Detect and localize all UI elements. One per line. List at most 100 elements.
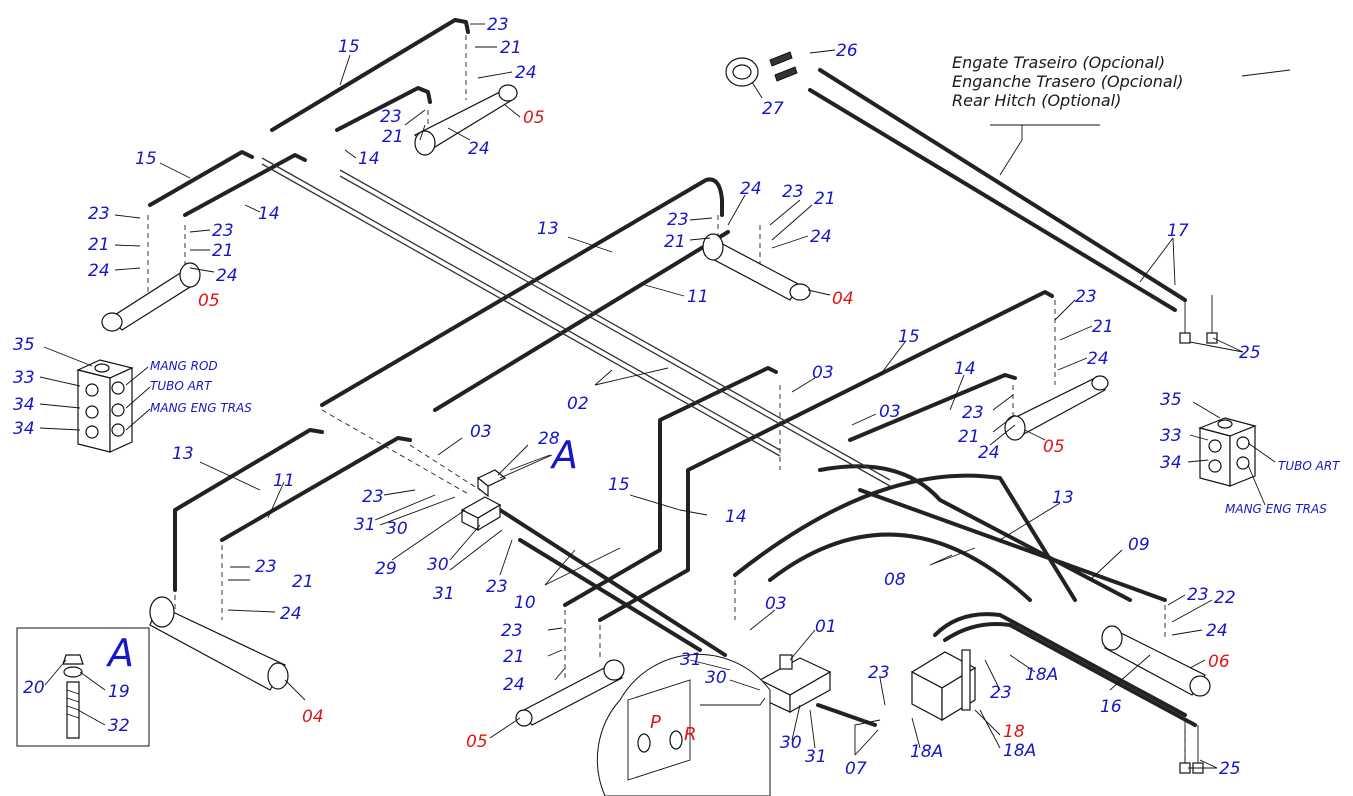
cylinder-05-right: [1004, 375, 1109, 441]
hitch-title-es: Enganche Trasero (Opcional): [952, 72, 1183, 91]
part-label: 18: [1003, 722, 1025, 742]
part-label: 04: [832, 289, 854, 309]
part-label: 05: [523, 108, 545, 128]
part-label: 24: [88, 261, 110, 281]
hose-11-long: [433, 230, 730, 412]
part-label: 25: [1239, 343, 1261, 363]
part-label: 32: [108, 716, 130, 736]
part-label: 03: [879, 402, 901, 422]
part-label: 18A: [1025, 665, 1058, 685]
hose-16-a: [933, 612, 1187, 717]
part-label: 23: [782, 182, 804, 202]
part-label: 02: [567, 394, 589, 414]
part-label: 11: [273, 471, 295, 491]
right-block-label-mang-eng-tras: MANG ENG TRAS: [1225, 502, 1327, 516]
clamp-block-right: [1198, 417, 1257, 487]
part-label: 31: [805, 747, 827, 767]
part-label: 21: [664, 232, 686, 252]
part-label: 15: [135, 149, 157, 169]
hose-11-lower: [220, 436, 412, 542]
part-label: 13: [172, 444, 194, 464]
hose-17-a: [818, 68, 1187, 302]
part-label: 23: [88, 204, 110, 224]
part-label: 24: [978, 443, 1000, 463]
part-label: 20: [23, 678, 45, 698]
hose-10-a: [498, 508, 727, 657]
part-label: 23: [1187, 585, 1209, 605]
block-29: [460, 496, 502, 532]
callout-a-label: A: [549, 433, 578, 477]
part-label: 25: [1219, 759, 1241, 779]
cylinder-04-top: [702, 233, 811, 301]
part-label: 21: [814, 189, 836, 209]
hose-15-left: [148, 150, 254, 207]
part-label: 23: [380, 107, 402, 127]
part-label: 14: [954, 359, 976, 379]
right-block-label-tubo-art: TUBO ART: [1278, 459, 1341, 473]
part-label: 23: [868, 663, 890, 683]
part-label: 21: [958, 427, 980, 447]
part-label: 06: [1208, 652, 1230, 672]
part-label: 23: [1075, 287, 1097, 307]
leader-lines: [39, 23, 1291, 769]
detail-a-title: A: [105, 631, 134, 675]
part-label: 29: [375, 559, 397, 579]
part-label: 22: [1214, 588, 1236, 608]
part-label: 18A: [910, 742, 943, 762]
hose-07: [816, 703, 877, 727]
hose-17-b: [808, 88, 1177, 312]
part-label: 23: [255, 557, 277, 577]
part-label: 26: [836, 41, 858, 61]
assembly-lines: [147, 35, 1186, 760]
part-label: 23: [962, 403, 984, 423]
part-label: 05: [1043, 437, 1065, 457]
part-label: 03: [812, 363, 834, 383]
part-label: 30: [705, 668, 727, 688]
part-label: 13: [537, 219, 559, 239]
part-label: 21: [503, 647, 525, 667]
part-label: 34: [13, 395, 35, 415]
part-label: 17: [1167, 221, 1189, 241]
part-label: 15: [608, 475, 630, 495]
part-label: 14: [358, 149, 380, 169]
rigid-tubes: [261, 157, 891, 487]
hitch-coupler-27: [725, 51, 798, 87]
part-label: 30: [427, 555, 449, 575]
hose-13-right: [818, 464, 1132, 602]
part-label: 23: [667, 210, 689, 230]
part-label: 18A: [1003, 741, 1036, 761]
valve-18: [910, 649, 977, 722]
clamp-block-left: [76, 359, 134, 453]
cylinder-05-bottom: [515, 659, 625, 727]
cylinder-04-bottom: [149, 596, 289, 691]
part-label: 15: [898, 327, 920, 347]
part-label: 01: [815, 617, 837, 637]
hose-15-top: [270, 18, 470, 132]
part-label: 07: [845, 759, 867, 779]
part-label: 03: [765, 594, 787, 614]
part-label: 21: [382, 127, 404, 147]
hose-08-b: [768, 532, 1032, 602]
cylinder-05-top: [413, 84, 518, 156]
part-label: 16: [1100, 697, 1122, 717]
part-label: 35: [13, 335, 35, 355]
hitch-title-en: Rear Hitch (Optional): [952, 91, 1121, 110]
part-label: 28: [538, 429, 560, 449]
part-label: 23: [362, 487, 384, 507]
cylinder-05-left: [101, 262, 201, 332]
hose-13-long: [320, 177, 724, 407]
part-label: 24: [216, 266, 238, 286]
hose-09: [858, 488, 1167, 602]
part-label: 23: [487, 15, 509, 35]
part-label: 04: [302, 707, 324, 727]
part-label: 23: [486, 577, 508, 597]
part-label: 10: [514, 593, 536, 613]
block-28: [476, 469, 507, 498]
part-label: 08: [884, 570, 906, 590]
part-label: 23: [212, 221, 234, 241]
tube-02-a: [261, 157, 781, 451]
part-label: 24: [503, 675, 525, 695]
hitch-title-pt: Engate Traseiro (Opcional): [952, 53, 1165, 72]
part-label: 21: [292, 572, 314, 592]
